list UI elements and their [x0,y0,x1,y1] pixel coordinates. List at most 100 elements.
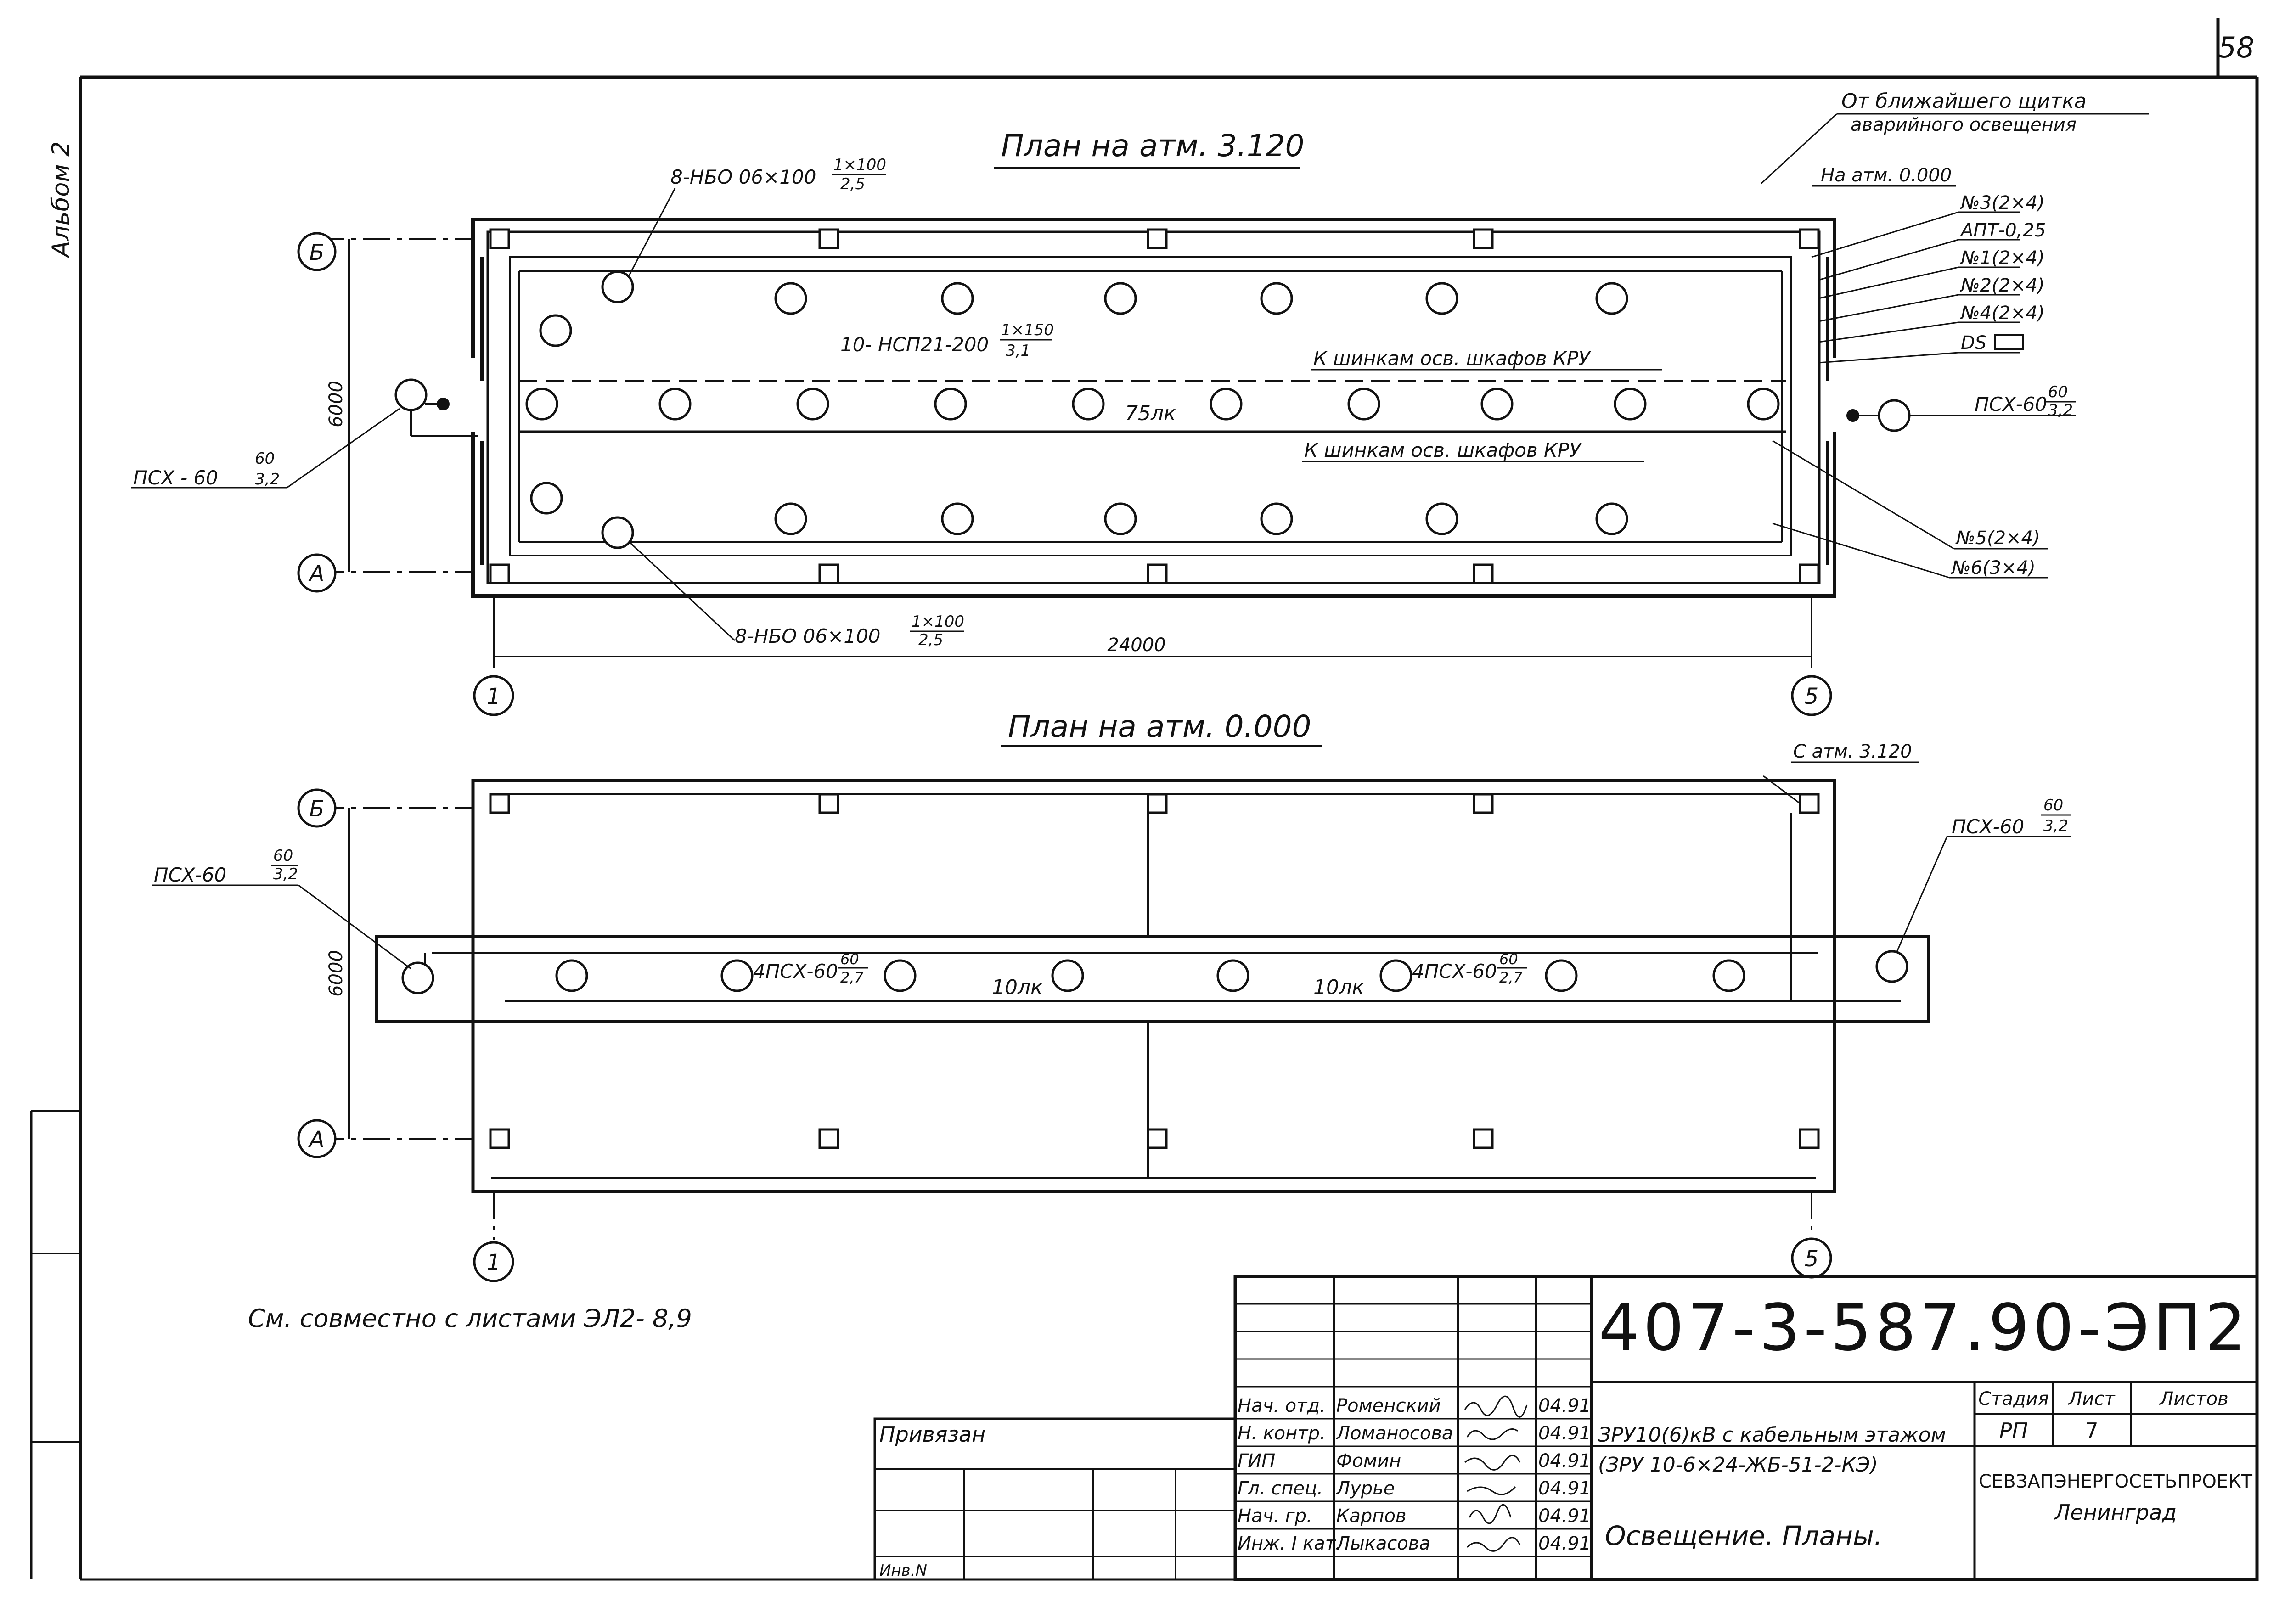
role-5: Нач. гр. [1238,1506,1312,1527]
axis-1-bubble-top [473,675,514,716]
lamp-spec-top-num: 1×100 [833,156,886,174]
name-2: Ломаносова [1335,1423,1453,1444]
group-right-num-bottom: 60 [1499,950,1518,968]
switches-top [410,398,1879,437]
lux-label-top: 75лк [1125,402,1176,425]
stage-header: Стадия [1978,1388,2048,1410]
axis-a-bubble-bottom [297,1119,337,1158]
role-3: ГИП [1238,1450,1275,1472]
role-1: Нач. отд. [1238,1395,1326,1416]
legend-item-6: DS [1961,332,1986,354]
name-1: Роменский [1336,1395,1441,1416]
date-6: 04.91 [1538,1533,1591,1554]
lamp-spec-bottom-num: 1×100 [912,612,964,631]
privyazan-label: Привязан [879,1422,985,1447]
plan-bottom: План на атм. 0.000 [152,709,2071,1282]
psx-right-num-top: 60 [2048,383,2068,401]
date-1: 04.91 [1538,1395,1591,1416]
axis-5-bubble-top [1791,675,1832,716]
plan-top-title: План на атм. 3.120 [1001,128,1305,163]
group-label-left-bottom: 4ПСХ-60 [753,960,838,983]
psx-right-den-top: 3,2 [2048,401,2073,420]
legend-item-5: №4(2×4) [1960,303,2045,324]
name-4: Лурье [1335,1478,1395,1499]
lux-left-bottom: 10лк [992,976,1043,999]
axis-5-label-bottom: 5 [1805,1246,1819,1272]
lamp-spec-center-den: 3,1 [1006,342,1030,360]
role-6: Инж. I кат. [1238,1533,1342,1554]
psx-left-num-top: 60 [255,449,275,468]
dimension-height-top: 6000 [326,381,347,427]
psx-right-num-bottom: 60 [2043,796,2063,815]
axis-bubbles-bottom [297,788,1832,1282]
group-left-den-bottom: 2,7 [840,969,864,986]
sheets-header: Листов [2159,1388,2228,1410]
sheet-header: Лист [2067,1388,2116,1410]
dimension-height-bottom: 6000 [326,950,347,997]
lamp-spec-bottom: 8-НБО 06×100 [735,625,880,647]
group-label-right-bottom: 4ПСХ-60 [1412,960,1497,983]
signature-scribbles [1464,1395,1528,1552]
building-outline-bottom [375,779,1930,1193]
date-2: 04.91 [1538,1423,1591,1444]
sheet-note: См. совместно с листами ЭЛ2- 8,9 [248,1304,692,1333]
emergency-label-2: аварийного освещения [1851,114,2077,135]
columns-top [489,228,1820,584]
wiring-top [509,256,1792,556]
sheet-number: 7 [2085,1418,2098,1443]
signatures: Нач. отд. Роменский 04.91 Н. контр. Лома… [1238,1395,1591,1554]
inv-label: Инв.N [879,1562,927,1580]
from-level-label: С атм. 3.120 [1793,741,1912,762]
date-5: 04.91 [1538,1506,1591,1527]
lamp-spec-top-den: 2,5 [840,175,865,193]
role-2: Н. контр. [1238,1423,1326,1444]
name-6: Лыкасова [1335,1533,1430,1554]
drawing-name: Освещение. Планы. [1605,1520,1882,1551]
axis-a-bubble-top [297,553,337,593]
psx-right-den-bottom: 3,2 [2043,817,2068,835]
lamps-bottom [401,950,1908,994]
date-3: 04.91 [1538,1450,1591,1472]
legend-item-1: №3(2×4) [1960,192,2045,213]
plan-bottom-title: План на атм. 0.000 [1008,709,1311,744]
emergency-label-1: От ближайшего щитка [1841,90,2087,113]
axis-b-bubble-bottom [297,788,337,828]
organization-name: СЕВЗАПЭНЕРГОСЕТЬПРОЕКТ [1979,1471,2252,1492]
date-4: 04.91 [1538,1478,1591,1499]
axis-b-label-bottom: Б [310,796,325,822]
group-5-label: №5(2×4) [1955,528,2040,549]
lux-right-bottom: 10лк [1313,976,1364,999]
lamp-spec-top: 8-НБО 06×100 [670,166,816,188]
group-left-num-bottom: 60 [840,950,859,968]
axis-5-label-top: 5 [1805,684,1819,709]
stage-value: РП [1999,1418,2028,1443]
group-6-label: №6(3×4) [1951,557,2036,579]
axis-lines-top [317,238,1812,668]
lamp-spec-center: 10- НСП21-200 [840,333,989,356]
page-number: 58 [2218,31,2255,64]
psx-left-den-bottom: 3,2 [273,865,298,883]
psx-label-left-bottom: ПСХ-60 [154,864,226,886]
lamps-top [394,270,1911,549]
dimension-width: 24000 [1107,635,1165,656]
axis-1-bubble-bottom [473,1241,514,1282]
legend-item-3: №1(2×4) [1960,247,2045,269]
bus-label-lower: К шинкам осв. шкафов КРУ [1304,439,1582,461]
wiring-bottom [424,813,1901,1002]
psx-left-num-bottom: 60 [273,847,293,865]
axis-lines-bottom [317,807,1812,1240]
lamp-spec-bottom-den: 2,5 [918,631,943,649]
title-block [873,1275,2259,1581]
axis-1-label-bottom: 1 [487,1250,501,1275]
group-right-den-bottom: 2,7 [1499,969,1523,986]
name-3: Фомин [1336,1450,1401,1472]
level-mark-top: На атм. 0.000 [1821,165,1952,186]
legend-item-4: №2(2×4) [1960,275,2045,296]
psx-label-right-bottom: ПСХ-60 [1952,815,2024,838]
axis-a-label-bottom: А [308,1127,325,1152]
axis-b-label-top: Б [310,240,325,265]
role-4: Гл. спец. [1238,1478,1323,1499]
axis-a-label-top: А [308,561,325,587]
organization-city: Ленинград [2054,1500,2177,1525]
